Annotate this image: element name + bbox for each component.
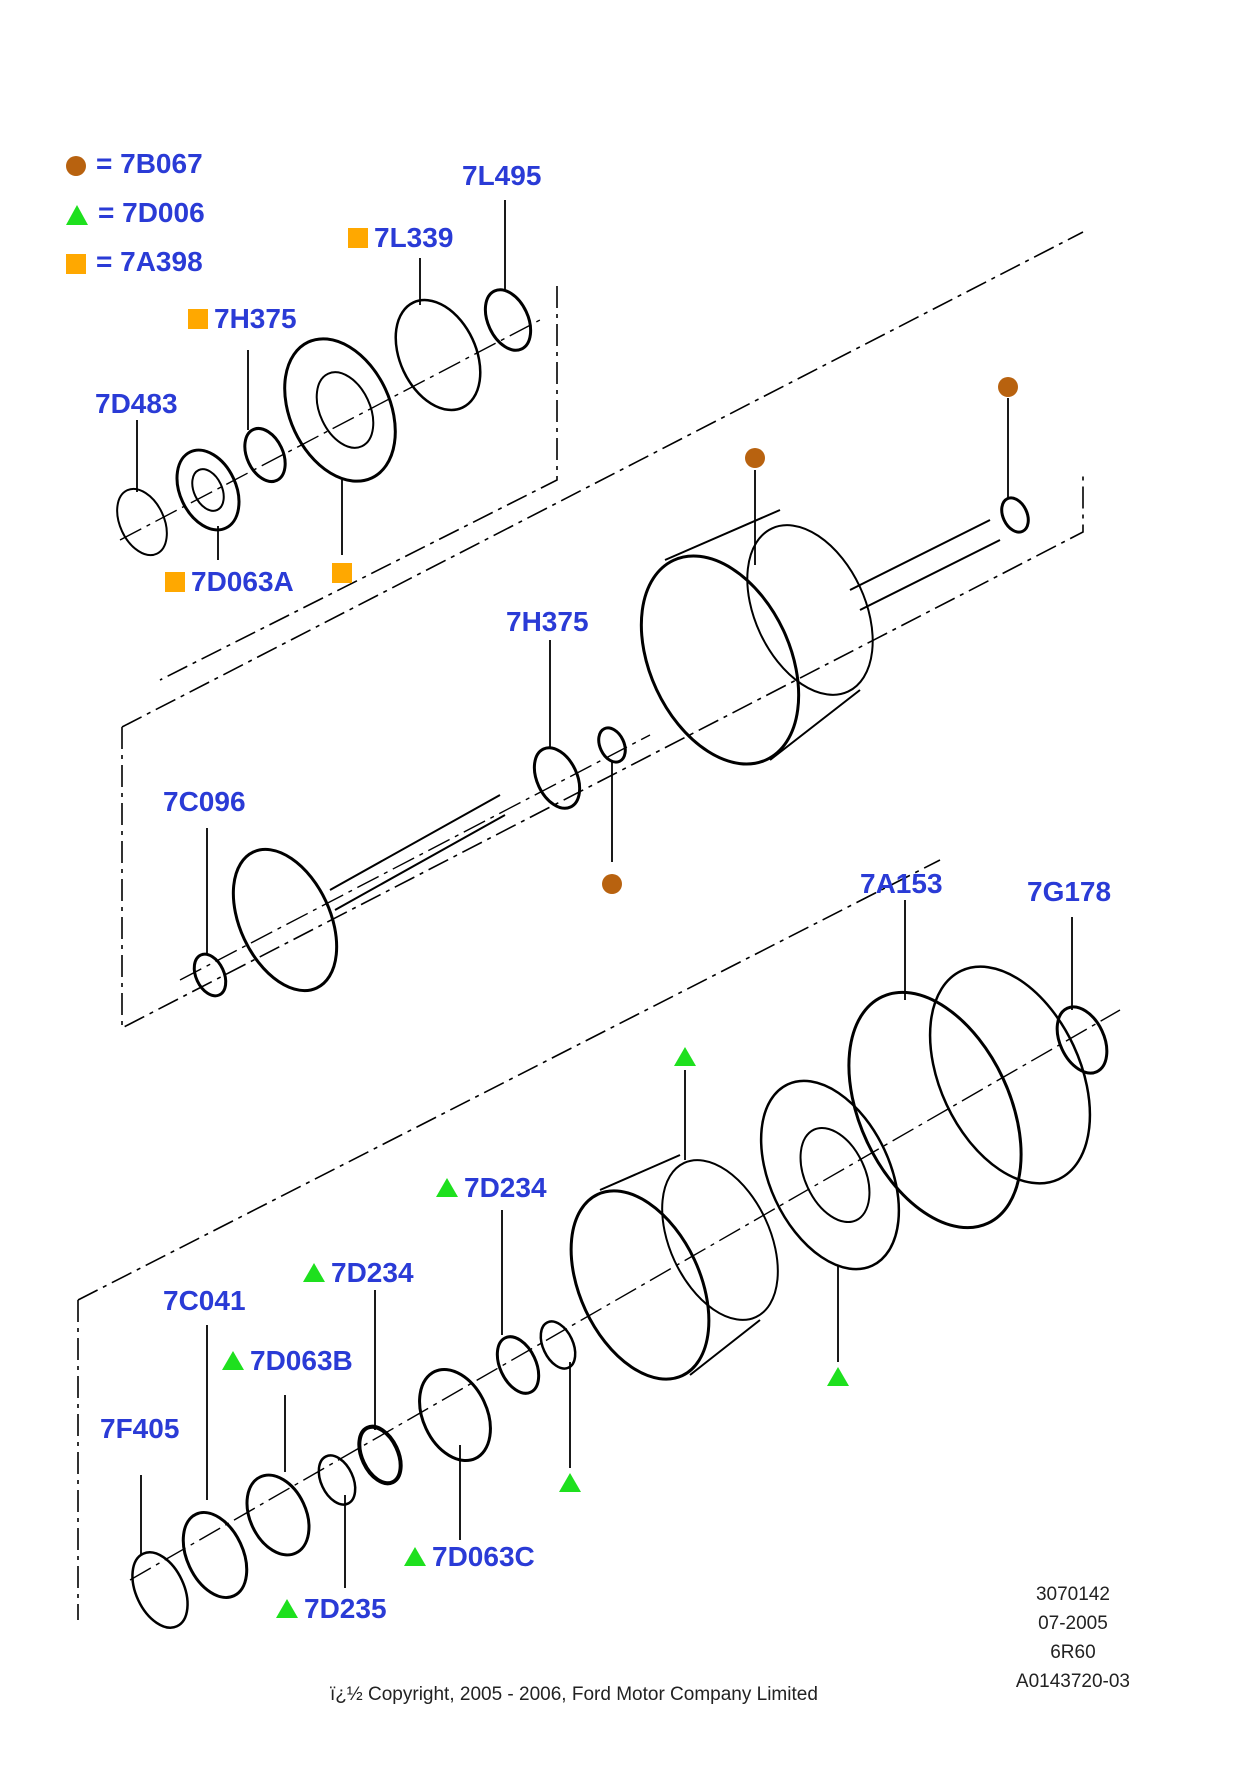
marker-symbols <box>332 377 1018 1492</box>
thrust-plate-inner <box>799 1126 871 1224</box>
circle-marker <box>745 448 765 468</box>
ring-gear-7A153-front <box>847 990 1023 1230</box>
triangle-marker <box>827 1367 849 1386</box>
label-text: 7D235 <box>304 1593 387 1624</box>
copyright-notice: ï¿½ Copyright, 2005 - 2006, Ford Motor C… <box>330 1684 818 1705</box>
label-text: 7D063A <box>191 566 294 597</box>
label-text: 7L339 <box>374 222 454 253</box>
label-7D063B: 7D063B <box>222 1345 353 1377</box>
group-outline-middle <box>121 231 1084 1030</box>
washer-7D234-upper <box>495 1335 541 1395</box>
snap-ring-7D483 <box>116 487 168 557</box>
bushing <box>597 726 627 764</box>
triangle-symbol-icon <box>303 1263 325 1282</box>
reference-code: A0143720-03 <box>1015 1671 1130 1692</box>
label-7A153: 7A153 <box>860 868 943 899</box>
bushing-top-right <box>1000 496 1030 534</box>
circle-marker <box>998 377 1018 397</box>
bearing-7C041 <box>181 1511 249 1599</box>
label-7D063C: 7D063C <box>404 1541 535 1573</box>
label-7L339: 7L339 <box>348 222 453 254</box>
legend-circle: = 7B067 <box>66 148 203 180</box>
ring-upper <box>539 1320 577 1370</box>
square-symbol-icon <box>165 572 185 592</box>
legend-code: = 7B067 <box>96 148 203 179</box>
reference-model: 6R60 <box>1050 1642 1096 1663</box>
gear-7D063A <box>175 448 241 532</box>
legend-code: = 7A398 <box>96 246 203 277</box>
triangle-symbol-icon <box>436 1178 458 1197</box>
triangle-marker <box>559 1473 581 1492</box>
group-outline-top <box>159 286 558 681</box>
label-7H375-middle: 7H375 <box>506 606 589 637</box>
carrier-assembly-inner <box>315 371 375 449</box>
plate-7L339 <box>394 298 482 412</box>
circle-marker <box>602 874 622 894</box>
label-text: 7D234 <box>464 1172 547 1203</box>
washer-7D234-lower <box>357 1424 403 1486</box>
triangle-symbol-icon <box>66 204 88 225</box>
triangle-symbol-icon <box>222 1351 244 1370</box>
triangle-symbol-icon <box>276 1599 298 1618</box>
drum-7C096 <box>231 847 339 993</box>
square-marker <box>332 563 352 583</box>
reference-block: 3070142 07-2005 6R60 A0143720-03 <box>1016 1580 1130 1696</box>
washer-7H375-top <box>243 427 287 483</box>
clutch-drum-back <box>746 524 874 696</box>
label-7D234-lower: 7D234 <box>303 1257 414 1289</box>
legend-square: = 7A398 <box>66 246 203 278</box>
label-7H375-top: 7H375 <box>188 303 297 335</box>
output-shaft <box>849 519 1001 611</box>
label-7D234-upper: 7D234 <box>436 1172 547 1204</box>
label-7G178: 7G178 <box>1027 876 1112 907</box>
reference-number: 3070142 <box>1035 1584 1110 1605</box>
label-7C096: 7C096 <box>163 786 246 817</box>
ring-7D235 <box>317 1454 357 1506</box>
bearing-7C096 <box>192 952 228 998</box>
label-7F405: 7F405 <box>100 1413 180 1444</box>
gear-7D063C <box>418 1367 492 1463</box>
circle-symbol-icon <box>66 155 86 176</box>
square-symbol-icon <box>188 309 208 329</box>
gear-7D063A-inner <box>191 468 225 512</box>
planet-carrier-back <box>661 1159 779 1321</box>
label-7D483: 7D483 <box>95 388 178 419</box>
label-text: 7H375 <box>214 303 297 334</box>
label-7D235: 7D235 <box>276 1593 387 1625</box>
triangle-marker <box>674 1047 696 1066</box>
square-symbol-icon <box>66 253 86 274</box>
ring-gear-7A153-back <box>928 965 1092 1185</box>
clutch-drum-front <box>639 554 801 766</box>
shaft-7C096 <box>329 794 506 911</box>
legend-triangle: = 7D006 <box>66 197 205 229</box>
label-text: 7D234 <box>331 1257 414 1288</box>
label-7C041: 7C041 <box>163 1285 246 1316</box>
planet-carrier-front <box>569 1189 711 1381</box>
label-text: 7D063B <box>250 1345 353 1376</box>
washer-7H375-middle <box>532 746 582 810</box>
axis-lines <box>119 319 1121 1581</box>
triangle-symbol-icon <box>404 1547 426 1566</box>
planet-carrier-shell <box>599 1154 761 1376</box>
snap-ring-7F405 <box>131 1551 189 1629</box>
clutch-drum-shell <box>664 509 861 761</box>
label-7L495: 7L495 <box>462 160 542 191</box>
label-7D063A: 7D063A <box>165 566 294 598</box>
label-text: 7D063C <box>432 1541 535 1572</box>
washer-7G178 <box>1055 1005 1109 1075</box>
thrust-plate <box>759 1079 901 1271</box>
carrier-assembly <box>283 337 397 483</box>
gear-7D063B <box>245 1473 311 1557</box>
square-symbol-icon <box>348 228 368 248</box>
group-outline-bottom <box>77 859 941 1620</box>
legend-code: = 7D006 <box>98 197 205 228</box>
leader-lines <box>136 200 1073 1588</box>
reference-date: 07-2005 <box>1038 1613 1108 1634</box>
washer-7L495 <box>483 288 533 352</box>
